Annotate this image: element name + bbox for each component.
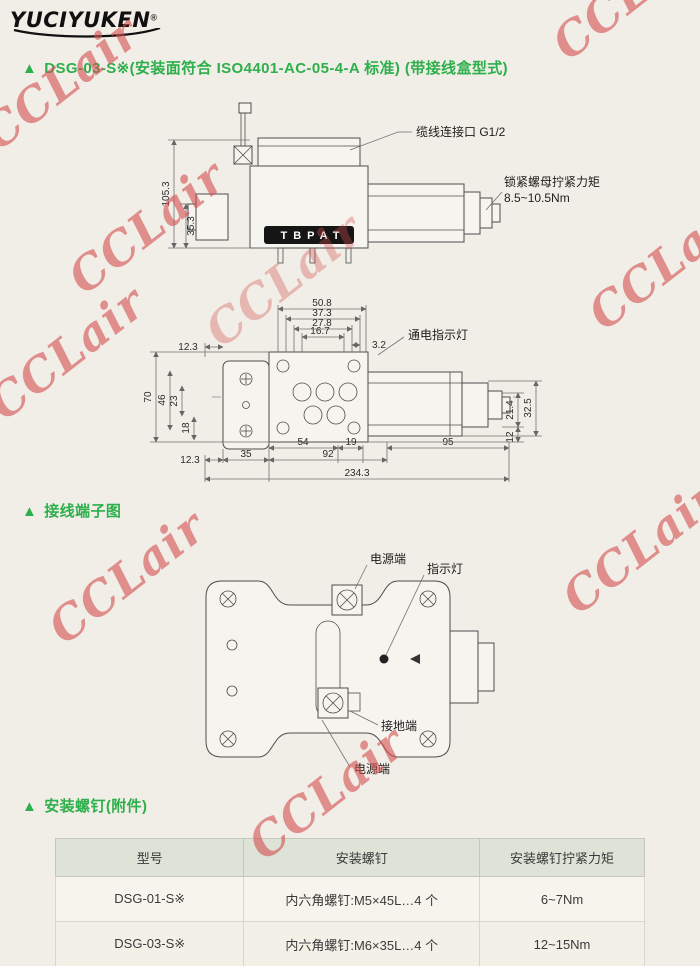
indicator-lamp-icon (379, 654, 389, 664)
callout-lock-nut-line2: 8.5~10.5Nm (504, 191, 570, 205)
terminal-tab (347, 692, 361, 712)
left-end-block (195, 193, 229, 241)
logo-swoosh-icon (13, 28, 161, 38)
terminal-cover-outline (205, 580, 451, 758)
section-heading-terminal: ▲ 接线端子图 (22, 500, 121, 521)
dim-bottom1: 12.3 (180, 455, 200, 466)
triangle-marker-icon: ▲ (22, 798, 38, 815)
side-view-drawing: TBPAT 105.3 35.3 缆线连接口 G1/2 锁紧螺母拧紧力矩 8.5… (161, 102, 600, 264)
brand-name: YUCIYUKEN (10, 8, 151, 32)
dim-right2: 32.5 (523, 398, 534, 418)
dim-top3: 27.8 (312, 318, 332, 329)
dim-bottom3: 54 (297, 437, 309, 448)
dim-bottom4: 92 (322, 449, 334, 460)
cell-torque: 12~15Nm (479, 921, 645, 966)
junction-box (257, 137, 361, 167)
section-heading-iso-mount: ▲ DSG-03-S※(安装面符合 ISO4401-AC-05-4-A 标准) (… (22, 57, 508, 78)
section-heading-text: DSG-03-S※(安装面符合 ISO4401-AC-05-4-A 标准) (带… (44, 60, 509, 77)
end-tip (501, 396, 511, 414)
watermark: CCLair (542, 0, 700, 71)
dim-bottom2: 35 (240, 449, 252, 460)
mount-pin (277, 247, 284, 264)
corner-screw (419, 730, 437, 748)
cell-model: DSG-01-S※ (54, 876, 245, 922)
solenoid-plan (367, 371, 463, 437)
section-heading-screws: ▲ 安装螺钉(附件) (22, 795, 147, 816)
dim-top1: 50.8 (312, 298, 332, 309)
side-screw (226, 639, 238, 651)
lock-nut-tip (491, 203, 501, 223)
label-power-bottom: 电源端 (354, 762, 390, 776)
end-cap (487, 390, 503, 420)
brand-logo: YUCIYUKEN® (10, 8, 162, 38)
triangle-marker-icon: ▲ (22, 60, 38, 77)
corner-screw (419, 590, 437, 608)
dim-bottom6: 95 (442, 437, 454, 448)
table-row: DSG-03-S※ 内六角螺钉:M6×35L…4 个 12~15Nm (54, 921, 645, 966)
triangle-marker-icon: ▲ (22, 503, 38, 520)
corner-screw (219, 590, 237, 608)
dim-total-height: 105.3 (161, 181, 172, 206)
callout-power-indicator: 通电指示灯 (408, 327, 468, 342)
dim-top5: 3.2 (372, 340, 386, 351)
callout-cable-port: 缆线连接口 G1/2 (416, 124, 506, 139)
dim-top2: 37.3 (312, 308, 332, 319)
mount-pin (345, 247, 352, 264)
section-heading-text: 安装螺钉(附件) (44, 798, 148, 815)
terminal-diagram: 电源端 指示灯 接地端 电源端 (205, 552, 495, 776)
col-header-torque: 安装螺钉拧紧力矩 (479, 838, 645, 877)
mount-pin (309, 247, 316, 264)
corner-screw (219, 730, 237, 748)
valve-body-plan (268, 351, 369, 443)
cable-terminal (238, 102, 252, 114)
cell-model: DSG-03-S※ (54, 921, 245, 966)
lock-nut (463, 191, 481, 235)
side-connector (449, 630, 479, 704)
cell-torque: 6~7Nm (479, 876, 645, 922)
dim-left-offset: 12.3 (178, 342, 198, 353)
tbpat-plate (264, 226, 354, 244)
col-header-model: 型号 (54, 838, 245, 877)
table-header-row: 型号 安装螺钉 安装螺钉拧紧力矩 (54, 838, 645, 877)
section-heading-text: 接线端子图 (44, 503, 122, 520)
dim-top4: 16.7 (310, 326, 330, 337)
dim-left1: 70 (143, 391, 154, 403)
mounting-screw-table: 型号 安装螺钉 安装螺钉拧紧力矩 DSG-01-S※ 内六角螺钉:M5×45L…… (54, 838, 645, 966)
col-header-screw: 安装螺钉 (243, 838, 481, 877)
pointer-icon (410, 654, 420, 664)
label-indicator: 指示灯 (427, 561, 463, 576)
dim-bottom-total: 234.3 (344, 468, 369, 479)
callout-lock-nut-line1: 锁紧螺母拧紧力矩 (504, 174, 600, 189)
tbpat-text: TBPAT (280, 230, 345, 242)
side-connector-cap (477, 642, 495, 692)
dim-right3: 12 (505, 431, 516, 443)
dim-left3: 23 (169, 395, 180, 407)
registered-mark-icon: ® (150, 12, 158, 23)
table-row: DSG-01-S※ 内六角螺钉:M5×45L…4 个 6~7Nm (54, 876, 645, 922)
plan-view-drawing: 50.8 37.3 27.8 16.7 3.2 通电指示灯 12.3 70 46… (143, 298, 542, 482)
dim-right1: 21.4 (505, 400, 516, 420)
cell-screw: 内六角螺钉:M5×45L…4 个 (243, 876, 481, 922)
dim-left4: 18 (181, 422, 192, 434)
lock-nut-step (479, 197, 493, 229)
label-power-top: 电源端 (370, 552, 406, 566)
cell-screw: 内六角螺钉:M6×35L…4 个 (243, 921, 481, 966)
dim-sub-height: 35.3 (186, 216, 197, 236)
connector-block (461, 382, 489, 428)
label-ground: 接地端 (381, 718, 417, 733)
dim-left2: 46 (157, 394, 168, 406)
solenoid-tube (367, 183, 465, 243)
side-screw (226, 685, 238, 697)
dim-bottom5: 19 (345, 437, 357, 448)
